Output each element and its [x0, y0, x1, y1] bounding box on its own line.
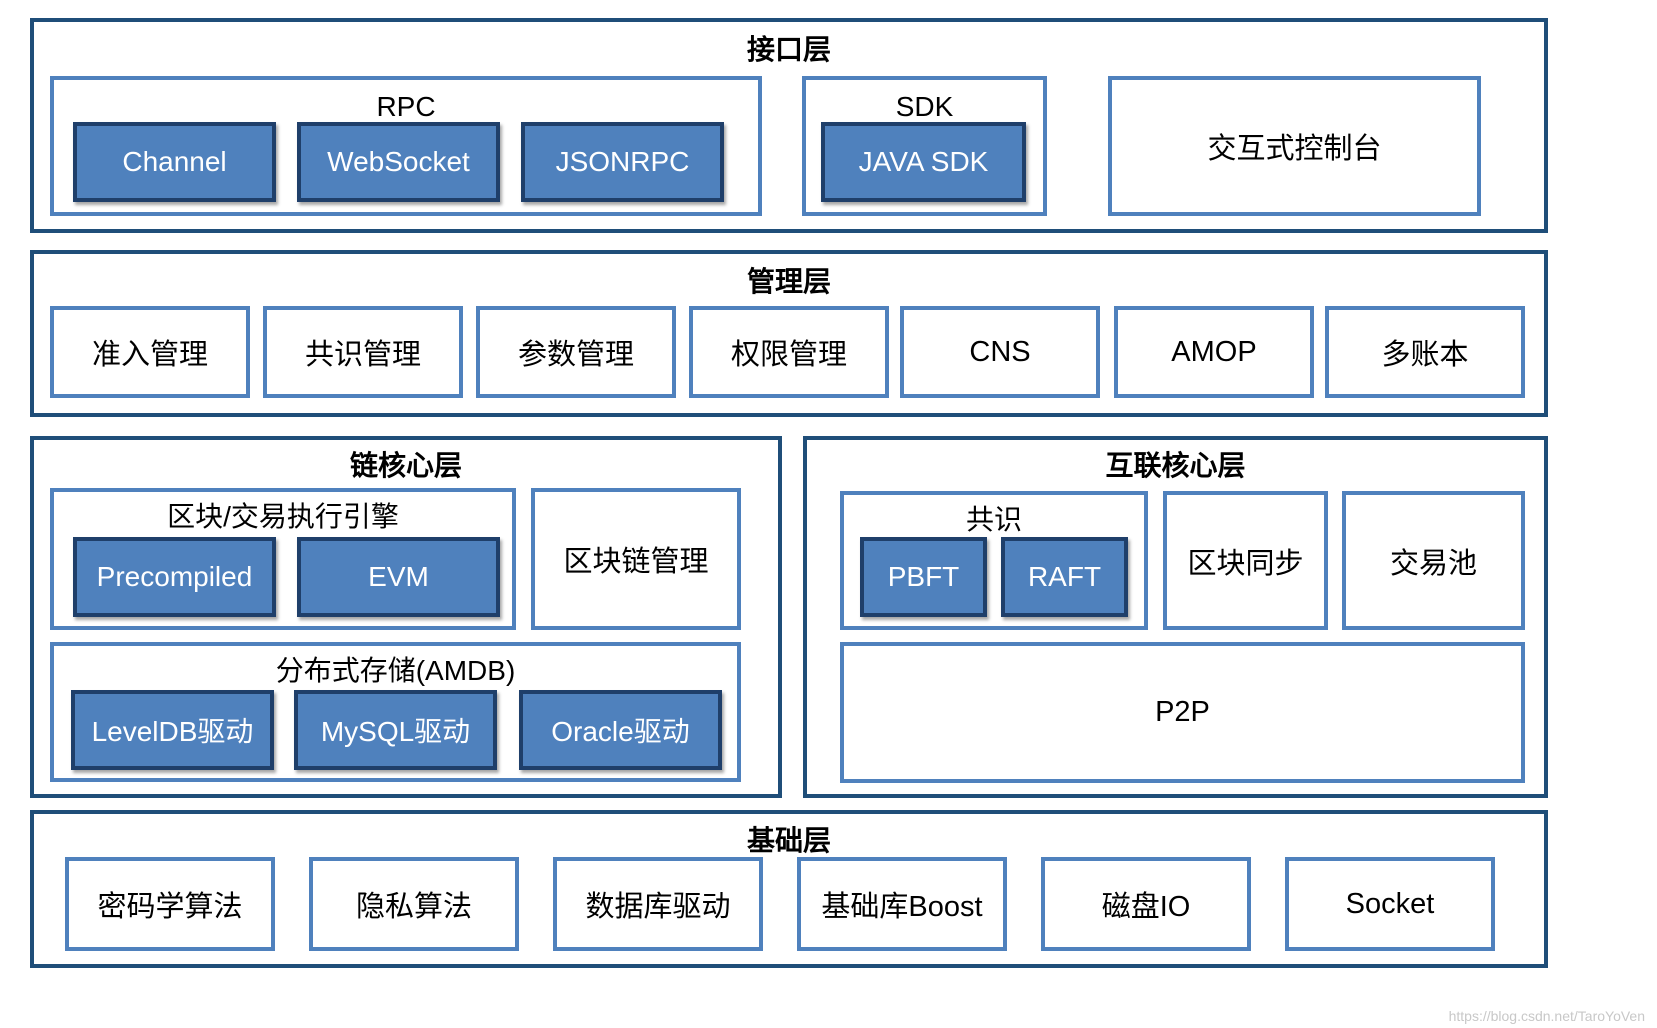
privacy-algorithm-box: 隐私算法 — [309, 857, 519, 951]
java-sdk-component: JAVA SDK — [821, 122, 1026, 202]
raft-component: RAFT — [1001, 537, 1128, 617]
websocket-component: WebSocket — [297, 122, 500, 202]
socket-box: Socket — [1285, 857, 1495, 951]
cns-box: CNS — [900, 306, 1100, 398]
consensus-management-box: 共识管理 — [263, 306, 463, 398]
p2p-box: P2P — [840, 642, 1525, 783]
distributed-storage-title: 分布式存储(AMDB) — [275, 655, 516, 686]
leveldb-driver-component: LevelDB驱动 — [71, 690, 274, 770]
boost-library-box: 基础库Boost — [797, 857, 1007, 951]
parameter-management-box: 参数管理 — [476, 306, 676, 398]
disk-io-box: 磁盘IO — [1041, 857, 1251, 951]
chain-core-layer-title: 链核心层 — [349, 449, 462, 482]
pbft-component: PBFT — [860, 537, 987, 617]
channel-component: Channel — [73, 122, 276, 202]
cryptography-box: 密码学算法 — [65, 857, 275, 951]
jsonrpc-component: JSONRPC — [521, 122, 724, 202]
consensus-group-title: 共识 — [965, 504, 1022, 535]
interface-layer-title: 接口层 — [746, 33, 831, 66]
permission-management-box: 权限管理 — [689, 306, 889, 398]
admission-management-box: 准入管理 — [50, 306, 250, 398]
oracle-driver-component: Oracle驱动 — [519, 690, 722, 770]
interconnect-core-layer-title: 互联核心层 — [1105, 449, 1246, 482]
watermark: https://blog.csdn.net/TaroYoVen — [1448, 1008, 1645, 1024]
blockchain-management-box: 区块链管理 — [531, 488, 741, 630]
interactive-console-box: 交互式控制台 — [1108, 76, 1481, 216]
evm-component: EVM — [297, 537, 500, 617]
block-sync-box: 区块同步 — [1163, 491, 1328, 630]
management-layer-title: 管理层 — [746, 265, 831, 298]
amop-box: AMOP — [1114, 306, 1314, 398]
sdk-group-title: SDK — [895, 91, 954, 122]
execution-engine-title: 区块/交易执行引擎 — [167, 501, 399, 532]
rpc-group-title: RPC — [376, 91, 436, 122]
precompiled-component: Precompiled — [73, 537, 276, 617]
database-driver-box: 数据库驱动 — [553, 857, 763, 951]
multi-ledger-box: 多账本 — [1325, 306, 1525, 398]
transaction-pool-box: 交易池 — [1342, 491, 1525, 630]
foundation-layer-title: 基础层 — [746, 824, 831, 857]
mysql-driver-component: MySQL驱动 — [294, 690, 497, 770]
